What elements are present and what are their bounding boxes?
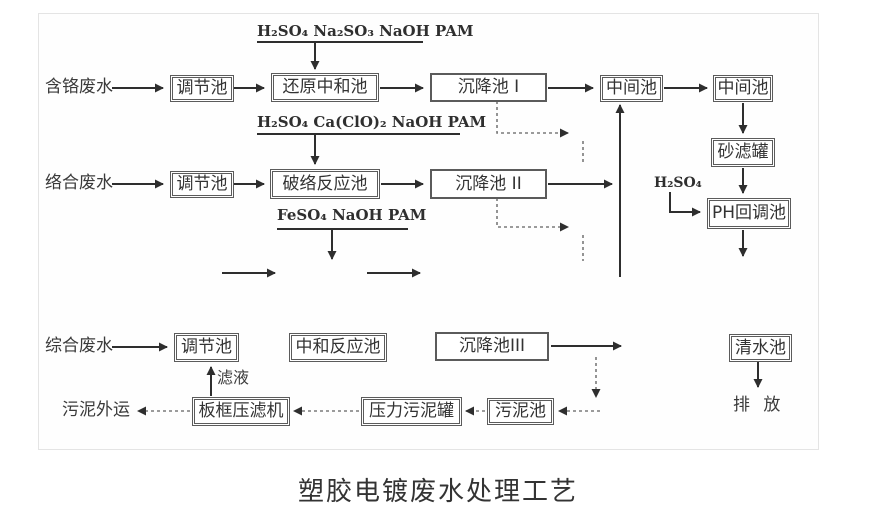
- tank-sludge-pool: 污泥池: [487, 398, 554, 425]
- tank-ph-readjust: PH回调池: [707, 198, 791, 229]
- tank-intermediate-2: 中间池: [713, 75, 773, 102]
- reagent-line3: FeSO₄ NaOH PAM: [277, 206, 427, 224]
- tank-neutralization-reaction: 中和反应池: [289, 333, 387, 362]
- diagram-caption: 塑胶电镀废水处理工艺: [297, 477, 578, 507]
- tank-clean-water: 清水池: [729, 334, 792, 362]
- source-mixed-wastewater: 综合废水: [45, 336, 113, 356]
- label-filtrate: 滤液: [217, 368, 250, 387]
- source-complex-wastewater: 络合废水: [45, 173, 113, 193]
- tank-complex-breaking: 破络反应池: [270, 169, 380, 199]
- tank-plate-frame-press: 板框压滤机: [192, 397, 290, 426]
- tank-regulating-1: 调节池: [170, 75, 234, 102]
- tank-settling-3: 沉降池III: [435, 332, 549, 361]
- tank-sand-filter: 砂滤罐: [711, 138, 775, 167]
- reagent-line2: H₂SO₄ Ca(ClO)₂ NaOH PAM: [257, 113, 487, 131]
- reagent-h2so4-ph: H₂SO₄: [654, 175, 702, 191]
- reagent-line1: H₂SO₄ Na₂SO₃ NaOH PAM: [257, 22, 474, 40]
- tank-pressure-sludge: 压力污泥罐: [361, 397, 462, 426]
- diagram-frame: [38, 13, 819, 450]
- tank-regulating-3: 调节池: [174, 333, 239, 362]
- label-discharge: 排 放: [733, 395, 785, 415]
- tank-reduction-neutralization: 还原中和池: [271, 73, 379, 102]
- tank-regulating-2: 调节池: [170, 171, 234, 198]
- label-sludge-out: 污泥外运: [62, 400, 130, 420]
- tank-settling-1: 沉降池 I: [430, 73, 547, 102]
- tank-settling-2: 沉降池 II: [430, 169, 547, 199]
- tank-intermediate-1: 中间池: [600, 75, 663, 102]
- source-chrome-wastewater: 含铬废水: [45, 77, 113, 97]
